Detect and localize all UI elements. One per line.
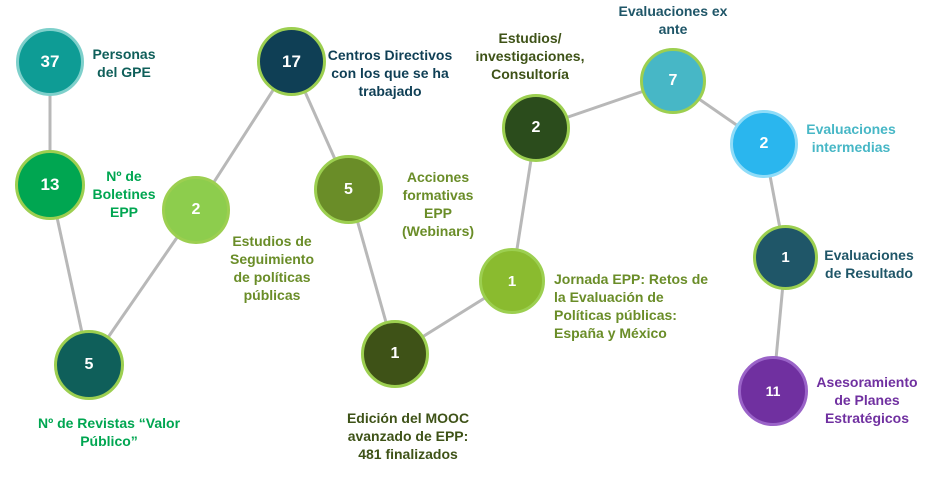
node-bulletins: 13 xyxy=(15,150,85,220)
node-centers: 17 xyxy=(257,27,326,96)
node-value: 2 xyxy=(191,201,201,218)
node-value: 2 xyxy=(531,119,541,136)
label-consulting: Estudios/ investigaciones, Consultoría xyxy=(475,30,585,82)
label-magazines: Nº de Revistas “Valor Público” xyxy=(37,415,181,449)
node-value: 37 xyxy=(40,52,60,71)
node-policy-studies: 2 xyxy=(162,176,230,244)
node-value: 13 xyxy=(40,175,60,194)
label-training: Acciones formativas EPP (Webinars) xyxy=(401,169,475,239)
label-centers: Centros Directivos con los que se ha tra… xyxy=(327,47,453,99)
node-value: 1 xyxy=(390,345,400,362)
node-value: 2 xyxy=(759,135,769,152)
node-intermediate: 2 xyxy=(730,110,798,178)
label-bulletins: Nº de Boletines EPP xyxy=(92,168,156,220)
node-training: 5 xyxy=(314,155,383,224)
node-value: 5 xyxy=(344,180,353,198)
node-value: 5 xyxy=(84,356,94,373)
label-mooc: Edición del MOOC avanzado de EPP: 481 fi… xyxy=(346,410,470,462)
node-value: 11 xyxy=(765,383,781,399)
node-conference: 1 xyxy=(479,248,545,314)
node-ex-ante: 7 xyxy=(640,48,706,114)
label-policy-studies: Estudios de Seguimiento de políticas púb… xyxy=(229,233,314,303)
node-strategic: 11 xyxy=(738,356,808,426)
node-value: 1 xyxy=(507,272,517,290)
node-mooc: 1 xyxy=(361,320,429,388)
node-value: 17 xyxy=(282,51,301,71)
node-value: 7 xyxy=(668,72,678,89)
label-results: Evaluaciones de Resultado xyxy=(824,247,914,281)
label-conference: Jornada EPP: Retos de la Evaluación de P… xyxy=(554,271,709,341)
node-value: 1 xyxy=(781,249,790,266)
label-intermediate: Evaluaciones intermedias xyxy=(806,121,896,155)
node-results: 1 xyxy=(753,225,818,290)
label-strategic: Asesoramiento de Planes Estratégicos xyxy=(816,374,918,426)
label-ex-ante: Evaluaciones ex ante xyxy=(618,3,728,37)
node-consulting: 2 xyxy=(502,94,570,162)
node-magazines: 5 xyxy=(54,330,124,400)
node-gpe-staff: 37 xyxy=(16,28,84,96)
label-gpe-staff: Personas del GPE xyxy=(92,46,156,80)
